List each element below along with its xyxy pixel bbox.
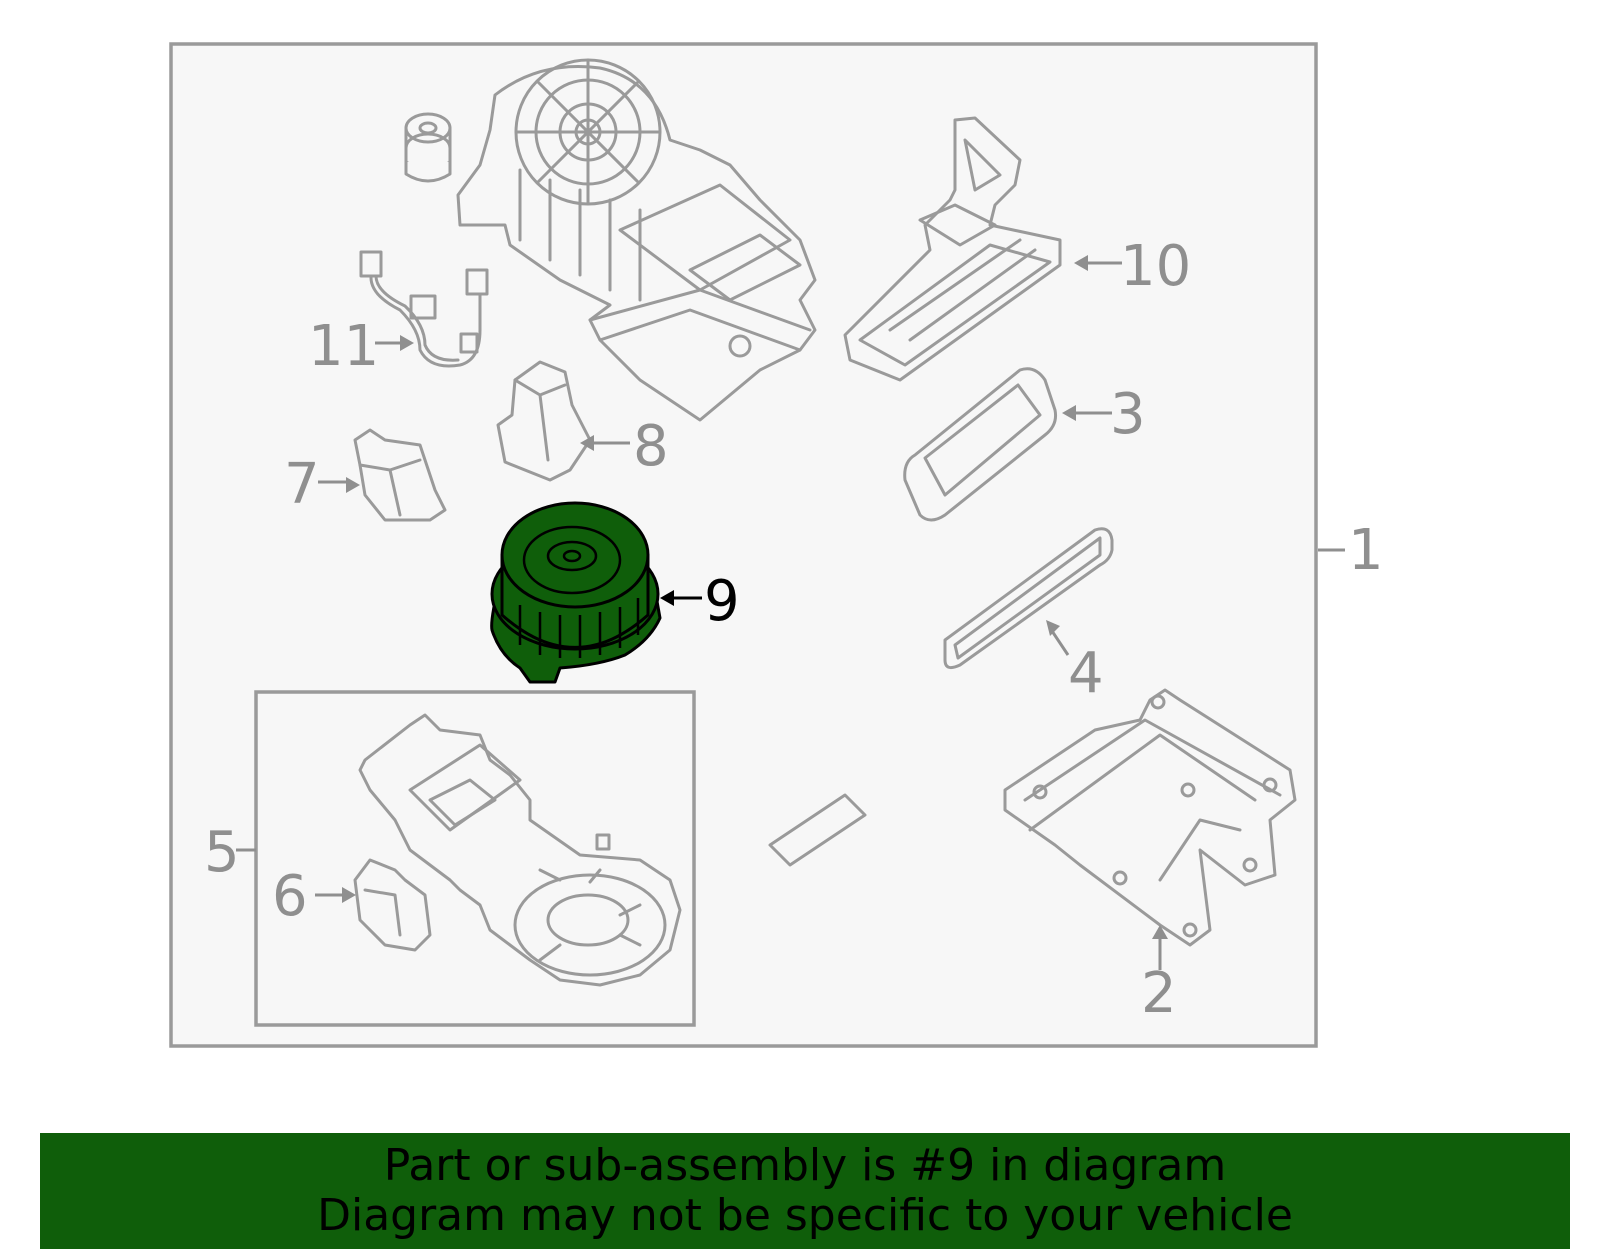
callout-4: 4 — [1068, 641, 1104, 706]
callout-5: 5 — [204, 820, 240, 885]
part-3-gasket — [903, 367, 1057, 522]
parts-diagram: 1 2 3 4 5 6 7 8 9 10 11 — [169, 42, 1384, 1048]
part-7-connector — [353, 428, 447, 522]
callout-9: 9 — [704, 569, 740, 634]
part-8-resistor — [496, 360, 592, 482]
callout-8: 8 — [633, 414, 669, 479]
callout-7: 7 — [284, 452, 320, 517]
part-5-lower-housing — [358, 713, 682, 987]
callout-6: 6 — [272, 864, 308, 929]
part-9-blower-motor — [490, 501, 662, 684]
callout-1: 1 — [1348, 518, 1384, 583]
banner-line-2: Diagram may not be specific to your vehi… — [317, 1190, 1293, 1241]
callout-2: 2 — [1141, 961, 1177, 1026]
part-4-seal — [943, 527, 1114, 670]
part-11-wiring-harness — [359, 250, 489, 368]
filter-strip — [768, 793, 867, 867]
callout-10: 10 — [1120, 234, 1191, 299]
part-6-connector — [353, 858, 432, 952]
leaders — [236, 255, 1345, 970]
info-banner: Part or sub-assembly is #9 in diagram Di… — [40, 1133, 1570, 1249]
banner-line-1: Part or sub-assembly is #9 in diagram — [383, 1140, 1227, 1191]
part-2-bracket — [1003, 688, 1297, 947]
callout-11: 11 — [308, 314, 379, 379]
part-10-tray — [843, 116, 1062, 382]
hvac-housing — [456, 58, 817, 422]
callout-3: 3 — [1110, 382, 1146, 447]
grommet — [404, 112, 452, 183]
